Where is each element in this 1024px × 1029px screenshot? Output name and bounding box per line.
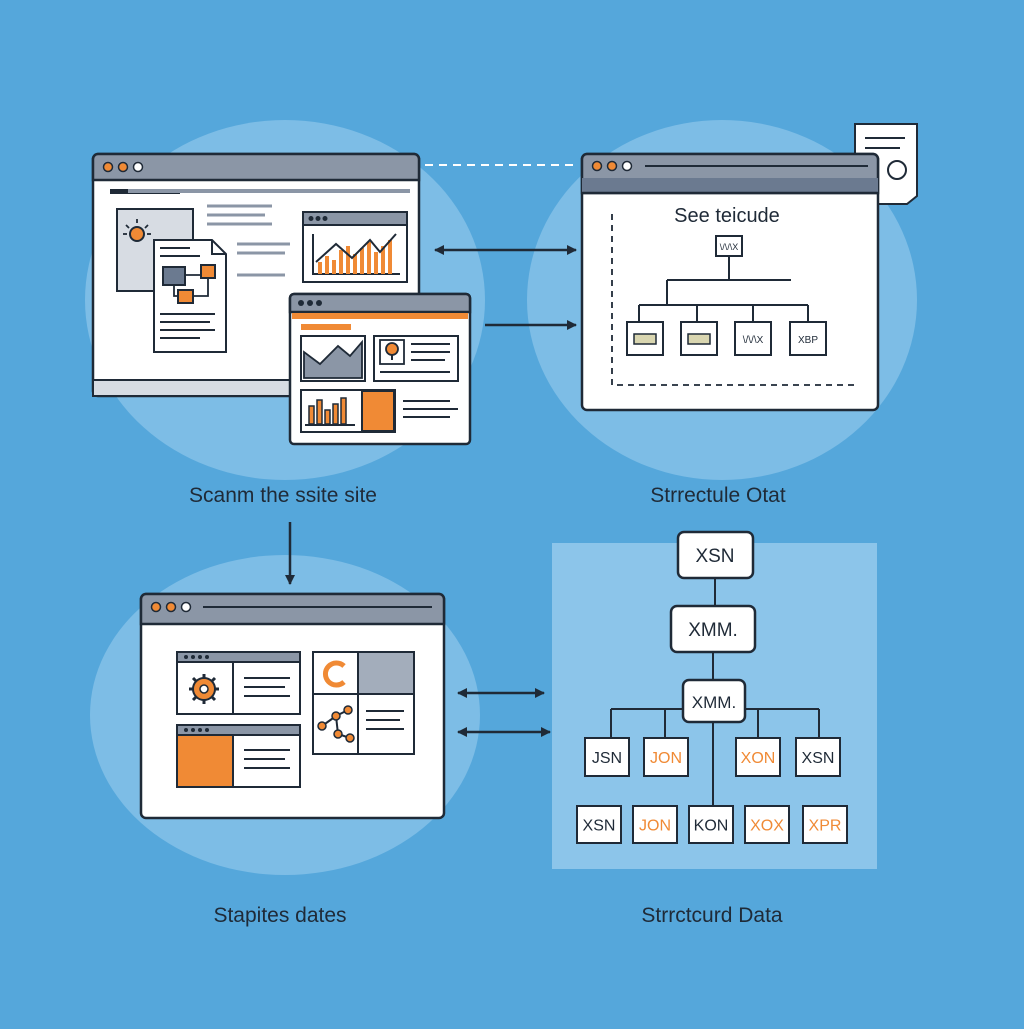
window-dot-icon bbox=[165, 601, 177, 613]
tree-leaf-label: JSN bbox=[592, 750, 622, 767]
caption-structured-data: Strrctcurd Data bbox=[641, 904, 783, 927]
window-dot-icon bbox=[606, 160, 618, 172]
tree-leaf-node bbox=[632, 805, 678, 844]
structure-title: See teicude bbox=[674, 205, 780, 227]
tree-leaf-label: XВР bbox=[798, 335, 818, 346]
tree-leaf-node bbox=[643, 737, 689, 777]
window-dot-icon bbox=[117, 161, 129, 173]
caption-sites: Stapites dates bbox=[213, 904, 347, 927]
tree-leaf-label: XSN bbox=[802, 750, 835, 767]
tree-node-label: XMM. bbox=[692, 693, 736, 712]
dashboard-window bbox=[288, 292, 472, 446]
tree-node-label: XMM. bbox=[688, 620, 738, 641]
tree-leaf-node bbox=[744, 805, 790, 844]
network-icon bbox=[317, 705, 355, 743]
tree-node-label: XSN bbox=[695, 546, 734, 567]
tree-root-label: \/\/\X bbox=[720, 242, 739, 252]
tree-leaf-label: JON bbox=[639, 818, 671, 835]
caption-structure: Strrectule Otat bbox=[650, 484, 786, 507]
tree-leaf-label: XON bbox=[741, 750, 776, 767]
tree-leaf-node bbox=[795, 737, 841, 777]
tree-leaf-node bbox=[688, 805, 734, 844]
tree-leaf-node bbox=[584, 737, 630, 777]
window-dot-icon bbox=[132, 161, 144, 173]
window-dot-icon bbox=[180, 601, 192, 613]
structure-window: See teicude \/\/\X \/\/\X XВР bbox=[580, 123, 918, 412]
tree-node bbox=[676, 530, 755, 580]
tree-leaf-node bbox=[735, 737, 781, 777]
tree-leaf-label: XSN bbox=[583, 818, 616, 835]
tree-node bbox=[681, 678, 747, 724]
window-dot-icon bbox=[102, 161, 114, 173]
gear-icon bbox=[189, 674, 219, 704]
data-tree: XSN XMM. XMM. JSN JON XON XSN XSN JON KON XOX X… bbox=[576, 530, 848, 844]
window-dot-icon bbox=[621, 160, 633, 172]
tree-leaf-node bbox=[802, 805, 848, 844]
lightbulb-icon bbox=[385, 342, 399, 356]
tree-leaf-label: JON bbox=[650, 750, 682, 767]
tree-node bbox=[669, 604, 757, 654]
sites-window bbox=[139, 592, 446, 820]
tree-leaf-label: KON bbox=[694, 818, 729, 835]
tree-leaf-node bbox=[576, 805, 622, 844]
window-dot-icon bbox=[150, 601, 162, 613]
caption-scan: Scanm the ssite site bbox=[189, 484, 377, 507]
refresh-icon bbox=[323, 660, 346, 688]
tree-leaf-label: \/\/\X bbox=[743, 335, 764, 346]
tree-leaf-label: XPR bbox=[809, 818, 842, 835]
window-dot-icon bbox=[591, 160, 603, 172]
tree-leaf-label: XOX bbox=[750, 818, 784, 835]
lightbulb-icon bbox=[129, 226, 145, 242]
